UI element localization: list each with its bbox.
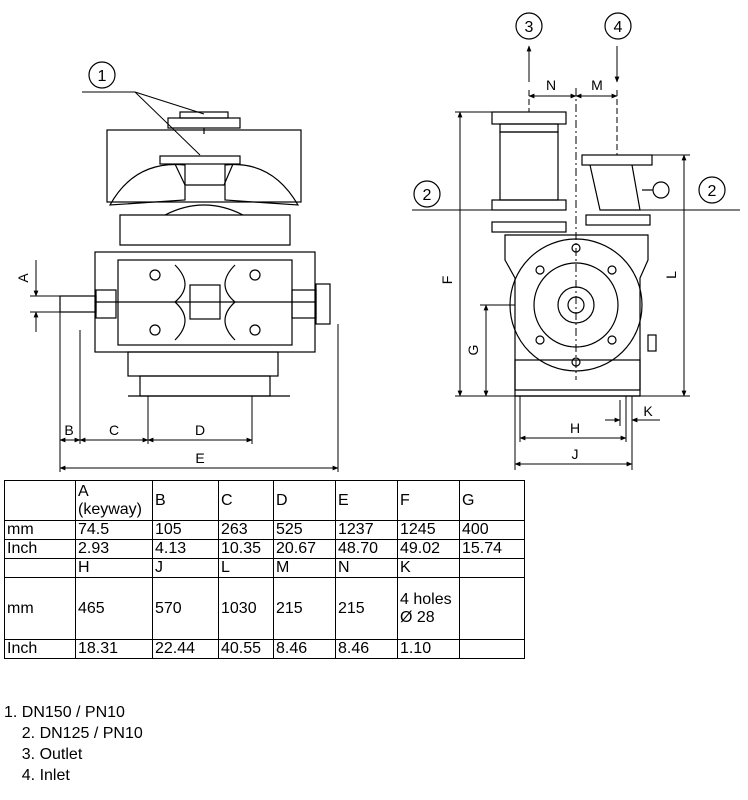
- table-cell: N: [335, 558, 398, 578]
- callout-2-right: 2: [698, 176, 726, 204]
- table-row: H J L M N K: [4, 558, 525, 578]
- callout-1: 1: [88, 61, 116, 89]
- dim-label-m: M: [591, 77, 603, 93]
- table-cell: 525: [273, 520, 336, 540]
- front-view: [59, 111, 331, 397]
- table-cell: 10.35: [218, 539, 274, 559]
- table-cell: D: [273, 480, 336, 521]
- table-cell: J: [152, 558, 219, 578]
- dim-label-f: F: [439, 276, 455, 285]
- table-cell: F: [397, 480, 460, 521]
- flange-legend: 1. DN150 / PN10 2. DN125 / PN10 3. Outle…: [4, 702, 143, 786]
- table-cell: 8.46: [273, 639, 336, 659]
- table-cell: Inch: [4, 639, 76, 659]
- callout-3: 3: [515, 12, 543, 40]
- dim-label-k: K: [643, 403, 653, 419]
- table-cell: K: [397, 558, 460, 578]
- legend-item: 1. DN150 / PN10: [4, 704, 125, 721]
- table-cell: 49.02: [397, 539, 460, 559]
- table-cell: L: [218, 558, 274, 578]
- dim-label-b: B: [64, 422, 73, 438]
- callout-2-left: 2: [413, 180, 441, 208]
- table-row: A (keyway) B C D E F G: [4, 480, 525, 521]
- dimensions-table: A (keyway) B C D E F G mm 74.5 105 263 5…: [4, 480, 525, 659]
- dim-label-e: E: [195, 450, 204, 466]
- svg-text:2: 2: [423, 187, 432, 204]
- table-cell: 20.67: [273, 539, 336, 559]
- table-cell: H: [75, 558, 153, 578]
- dim-label-c: C: [109, 422, 119, 438]
- table-cell: 4 holes Ø 28: [397, 577, 460, 640]
- side-dimensions: [412, 45, 740, 470]
- table-cell: [459, 558, 525, 578]
- dim-label-h: H: [570, 420, 580, 436]
- dim-label-j: J: [572, 446, 579, 462]
- table-cell: 22.44: [152, 639, 219, 659]
- dim-label-l: L: [663, 271, 679, 279]
- table-row: mm 465 570 1030 215 215 4 holes Ø 28: [4, 577, 525, 640]
- table-cell: mm: [4, 520, 76, 540]
- dim-label-n: N: [546, 77, 556, 93]
- table-cell: B: [152, 480, 219, 521]
- table-cell: C: [218, 480, 274, 521]
- table-cell: mm: [4, 577, 76, 640]
- table-cell: 1245: [397, 520, 460, 540]
- table-cell: 400: [459, 520, 525, 540]
- table-cell: 1237: [335, 520, 398, 540]
- table-row: Inch 2.93 4.13 10.35 20.67 48.70 49.02 1…: [4, 539, 525, 559]
- table-cell: 570: [152, 577, 219, 640]
- table-cell: 215: [335, 577, 398, 640]
- table-cell: [459, 639, 525, 659]
- front-dimensions: [30, 91, 339, 472]
- svg-text:2: 2: [708, 183, 717, 200]
- table-row: mm 74.5 105 263 525 1237 1245 400: [4, 520, 525, 540]
- legend-item: 3. Outlet: [4, 746, 83, 763]
- table-cell: 15.74: [459, 539, 525, 559]
- table-cell: 465: [75, 577, 153, 640]
- table-cell: 2.93: [75, 539, 153, 559]
- table-cell: E: [335, 480, 398, 521]
- table-cell: 4.13: [152, 539, 219, 559]
- table-cell: 18.31: [75, 639, 153, 659]
- table-cell: Inch: [4, 539, 76, 559]
- legend-item: 4. Inlet: [4, 767, 70, 784]
- table-cell: 8.46: [335, 639, 398, 659]
- table-cell: [4, 480, 76, 521]
- table-cell: 1.10: [397, 639, 460, 659]
- table-cell: 1030: [218, 577, 274, 640]
- pump-dimension-drawing: 1 A B C D E: [15, 12, 740, 472]
- table-cell: A (keyway): [75, 480, 153, 521]
- table-cell: 74.5: [75, 520, 153, 540]
- dim-label-a: A: [15, 273, 31, 283]
- table-cell: 263: [218, 520, 274, 540]
- table-cell: [459, 577, 525, 640]
- dim-label-g: G: [465, 345, 481, 356]
- legend-item: 2. DN125 / PN10: [4, 725, 143, 742]
- callout-4: 4: [604, 12, 632, 40]
- table-cell: [4, 558, 76, 578]
- table-cell: G: [459, 480, 525, 521]
- svg-text:1: 1: [98, 68, 107, 85]
- table-row: Inch 18.31 22.44 40.55 8.46 8.46 1.10: [4, 639, 525, 659]
- side-view: [491, 111, 670, 397]
- dim-label-d: D: [195, 422, 205, 438]
- table-cell: 40.55: [218, 639, 274, 659]
- table-cell: M: [273, 558, 336, 578]
- table-cell: 105: [152, 520, 219, 540]
- svg-text:3: 3: [525, 19, 534, 36]
- table-cell: 215: [273, 577, 336, 640]
- table-cell: 48.70: [335, 539, 398, 559]
- svg-text:4: 4: [614, 19, 623, 36]
